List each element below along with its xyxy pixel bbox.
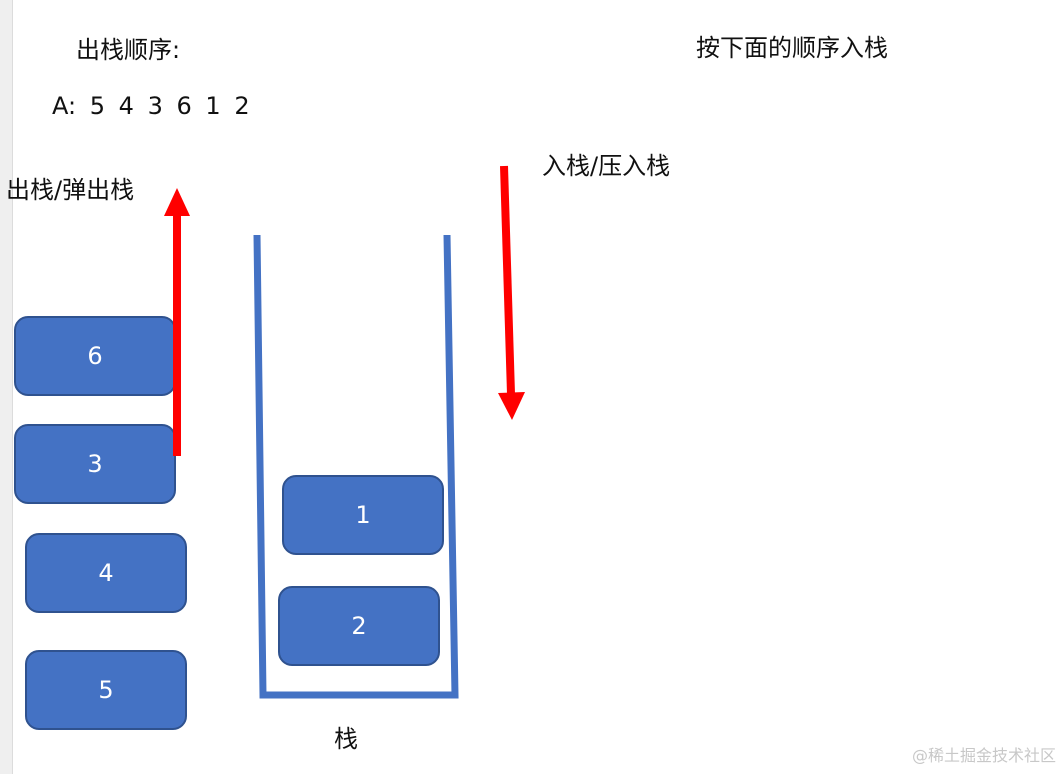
box-label: 3 [87,450,103,478]
pop-sequence-prefix: A: [52,92,77,120]
stack-box: 2 [278,586,440,666]
stack-box: 1 [282,475,444,555]
pop-sequence: A: 5 4 3 6 1 2 [52,92,256,120]
box-label: 5 [98,676,114,704]
pop-arrow-label: 出栈/弹出栈 [6,176,135,204]
box-label: 2 [351,612,367,640]
watermark: @稀土掘金技术社区 [911,746,1056,765]
push-arrow-head [498,392,525,420]
pop-arrow-head [164,188,190,216]
popped-box: 5 [25,650,187,730]
pop-sequence-value: 4 [118,92,134,120]
pop-sequence-value: 5 [89,92,106,120]
pop-sequence-value: 6 [176,92,192,120]
pop-sequence-value: 3 [147,92,163,120]
push-order-title: 按下面的顺序入栈 [696,34,888,62]
page-edge [0,0,13,774]
popped-box: 3 [14,424,176,504]
box-label: 4 [98,559,114,587]
pop-sequence-value: 2 [234,92,250,120]
push-arrow-label: 入栈/压入栈 [542,152,671,180]
stack-label: 栈 [334,725,358,753]
pop-sequence-value: 1 [205,92,221,120]
box-label: 1 [355,501,371,529]
push-arrow-shaft [500,165,515,395]
box-label: 6 [87,342,103,370]
pop-order-title: 出栈顺序: [76,36,181,64]
popped-box: 6 [14,316,176,396]
popped-box: 4 [25,533,187,613]
